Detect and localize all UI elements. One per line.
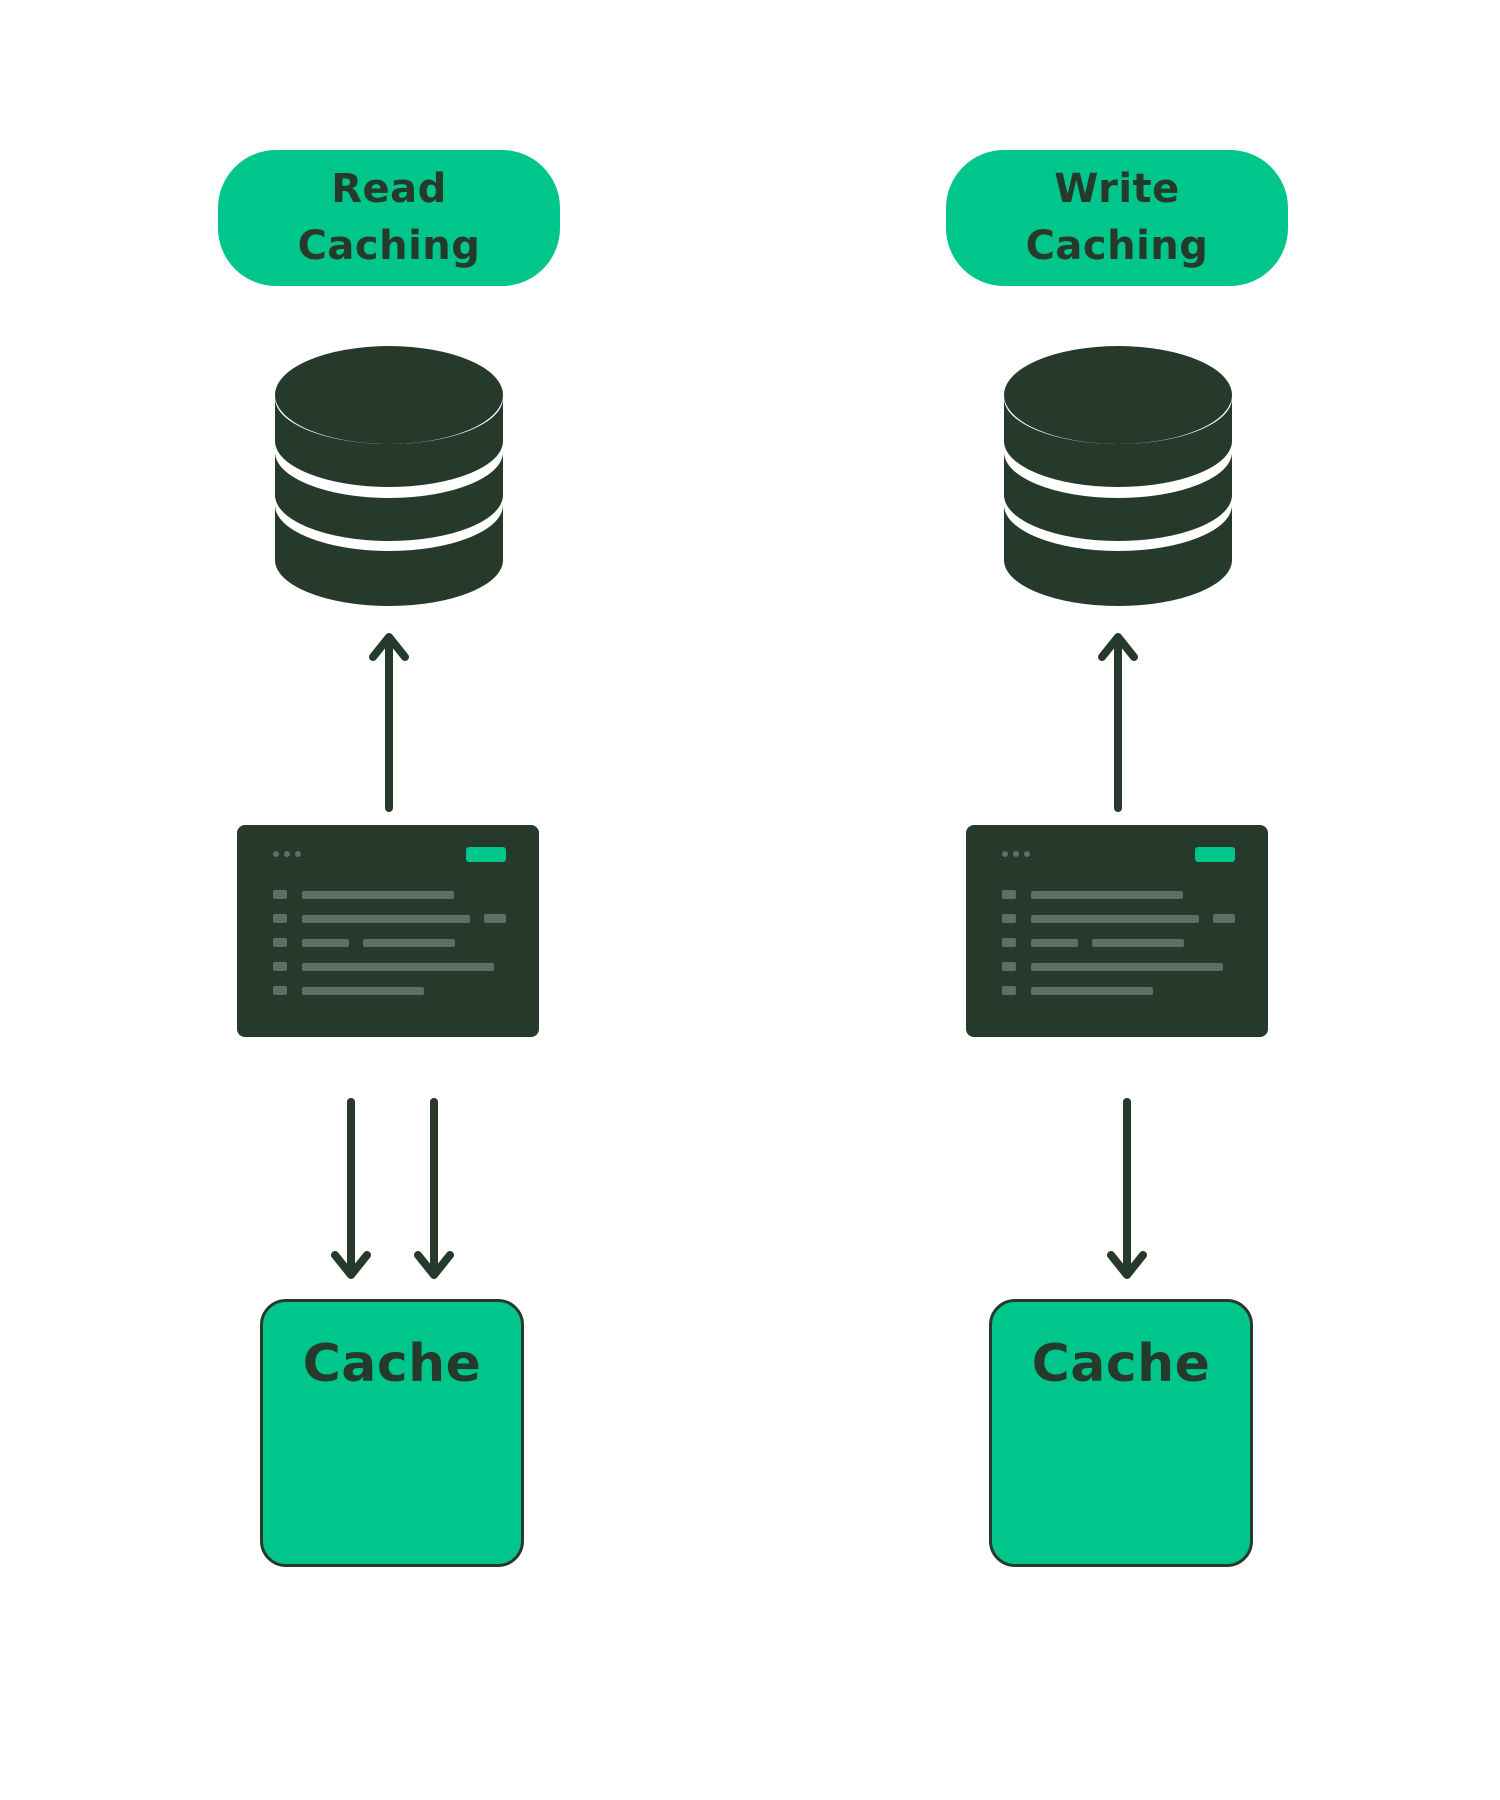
database-icon [1004, 346, 1232, 606]
database-icon [275, 346, 503, 606]
write-caching-pill: Write Caching [946, 150, 1288, 286]
arrow-down-icon [414, 1098, 454, 1279]
app-window-icon [966, 825, 1268, 1037]
arrow-down-icon [331, 1098, 371, 1279]
cache-label: Cache [1031, 1334, 1211, 1394]
arrow-down-icon [1107, 1098, 1147, 1279]
app-window-icon [237, 825, 539, 1037]
pill-title-line2: Caching [297, 223, 481, 269]
cache-box-read: Cache [260, 1299, 524, 1567]
arrow-up-icon [369, 633, 409, 812]
read-caching-pill: Read Caching [218, 150, 560, 286]
cache-label: Cache [302, 1334, 482, 1394]
arrow-up-icon [1098, 633, 1138, 812]
pill-title-line1: Write [1054, 166, 1180, 212]
cache-box-write: Cache [989, 1299, 1253, 1567]
pill-title-line2: Caching [1025, 223, 1209, 269]
pill-title-line1: Read [331, 166, 447, 212]
